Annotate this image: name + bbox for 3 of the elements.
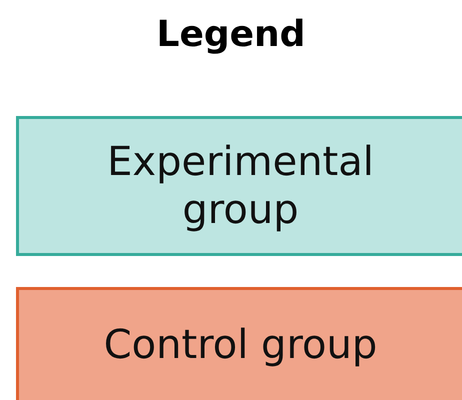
- legend-text: Experimental group: [106, 138, 375, 234]
- legend-text: Control group: [102, 321, 378, 369]
- legend-title: Legend: [156, 14, 306, 55]
